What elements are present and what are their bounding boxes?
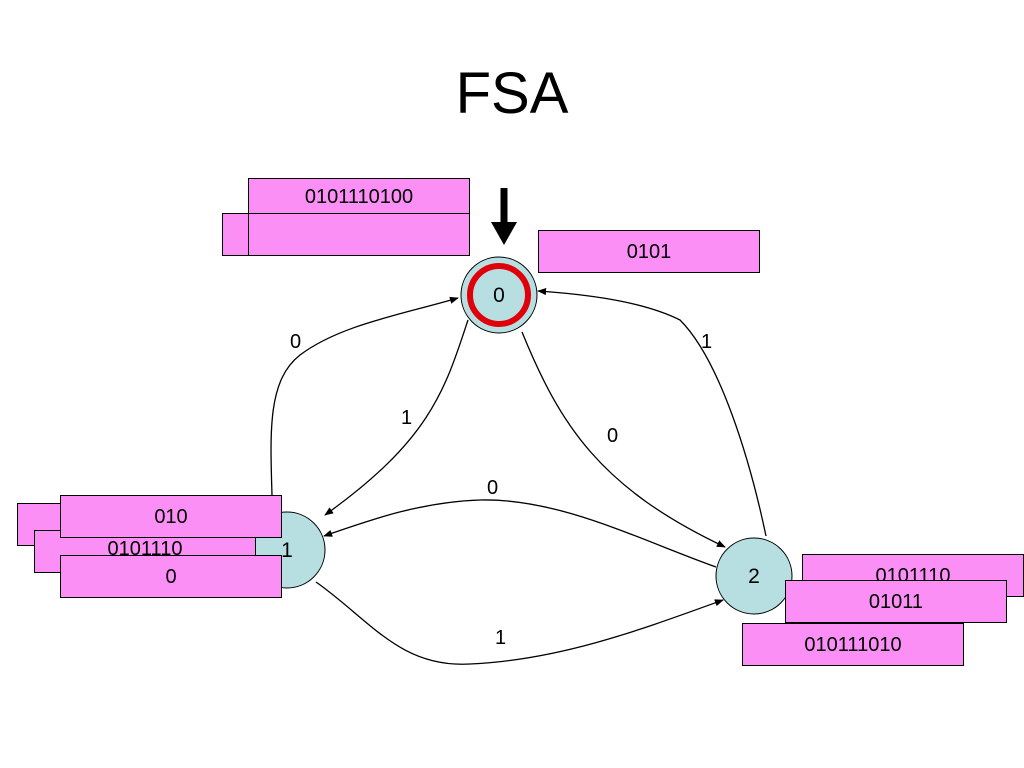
state-label-0: 0 (493, 284, 505, 307)
edge-0-to-1 (324, 319, 469, 516)
input-tape: 0101110100 (248, 178, 470, 214)
edge-1-to-2 (315, 581, 724, 665)
state-2 (715, 537, 793, 615)
edge-2-to-0 (537, 287, 767, 537)
state-0-tape: 0101 (538, 230, 760, 273)
page-title: FSA (455, 61, 569, 126)
state-label-2: 2 (748, 565, 760, 588)
down-arrow-icon (491, 188, 517, 245)
edge-1-to-0 (270, 296, 459, 496)
edge-label-0-to-1: 1 (401, 407, 413, 429)
edge-2-to-1 (323, 499, 717, 568)
input-tape-back (248, 213, 470, 256)
state-2-tape-middle: 01011 (785, 580, 1007, 623)
state-1-tape-top: 010 (60, 495, 282, 538)
edge-0-to-2 (521, 331, 726, 548)
edge-label-2-to-1: 0 (487, 477, 499, 499)
state-1-tape-bottom: 0 (60, 555, 282, 598)
state-label-1: 1 (281, 539, 293, 562)
edge-label-1-to-2: 1 (495, 627, 507, 649)
edge-label-2-to-0: 1 (701, 331, 713, 353)
state-2-tape-front: 010111010 (742, 623, 964, 666)
state-0 (460, 256, 538, 334)
edge-label-1-to-0: 0 (290, 331, 302, 353)
current-state-ring (467, 263, 531, 327)
edge-label-0-to-2: 0 (607, 425, 619, 447)
